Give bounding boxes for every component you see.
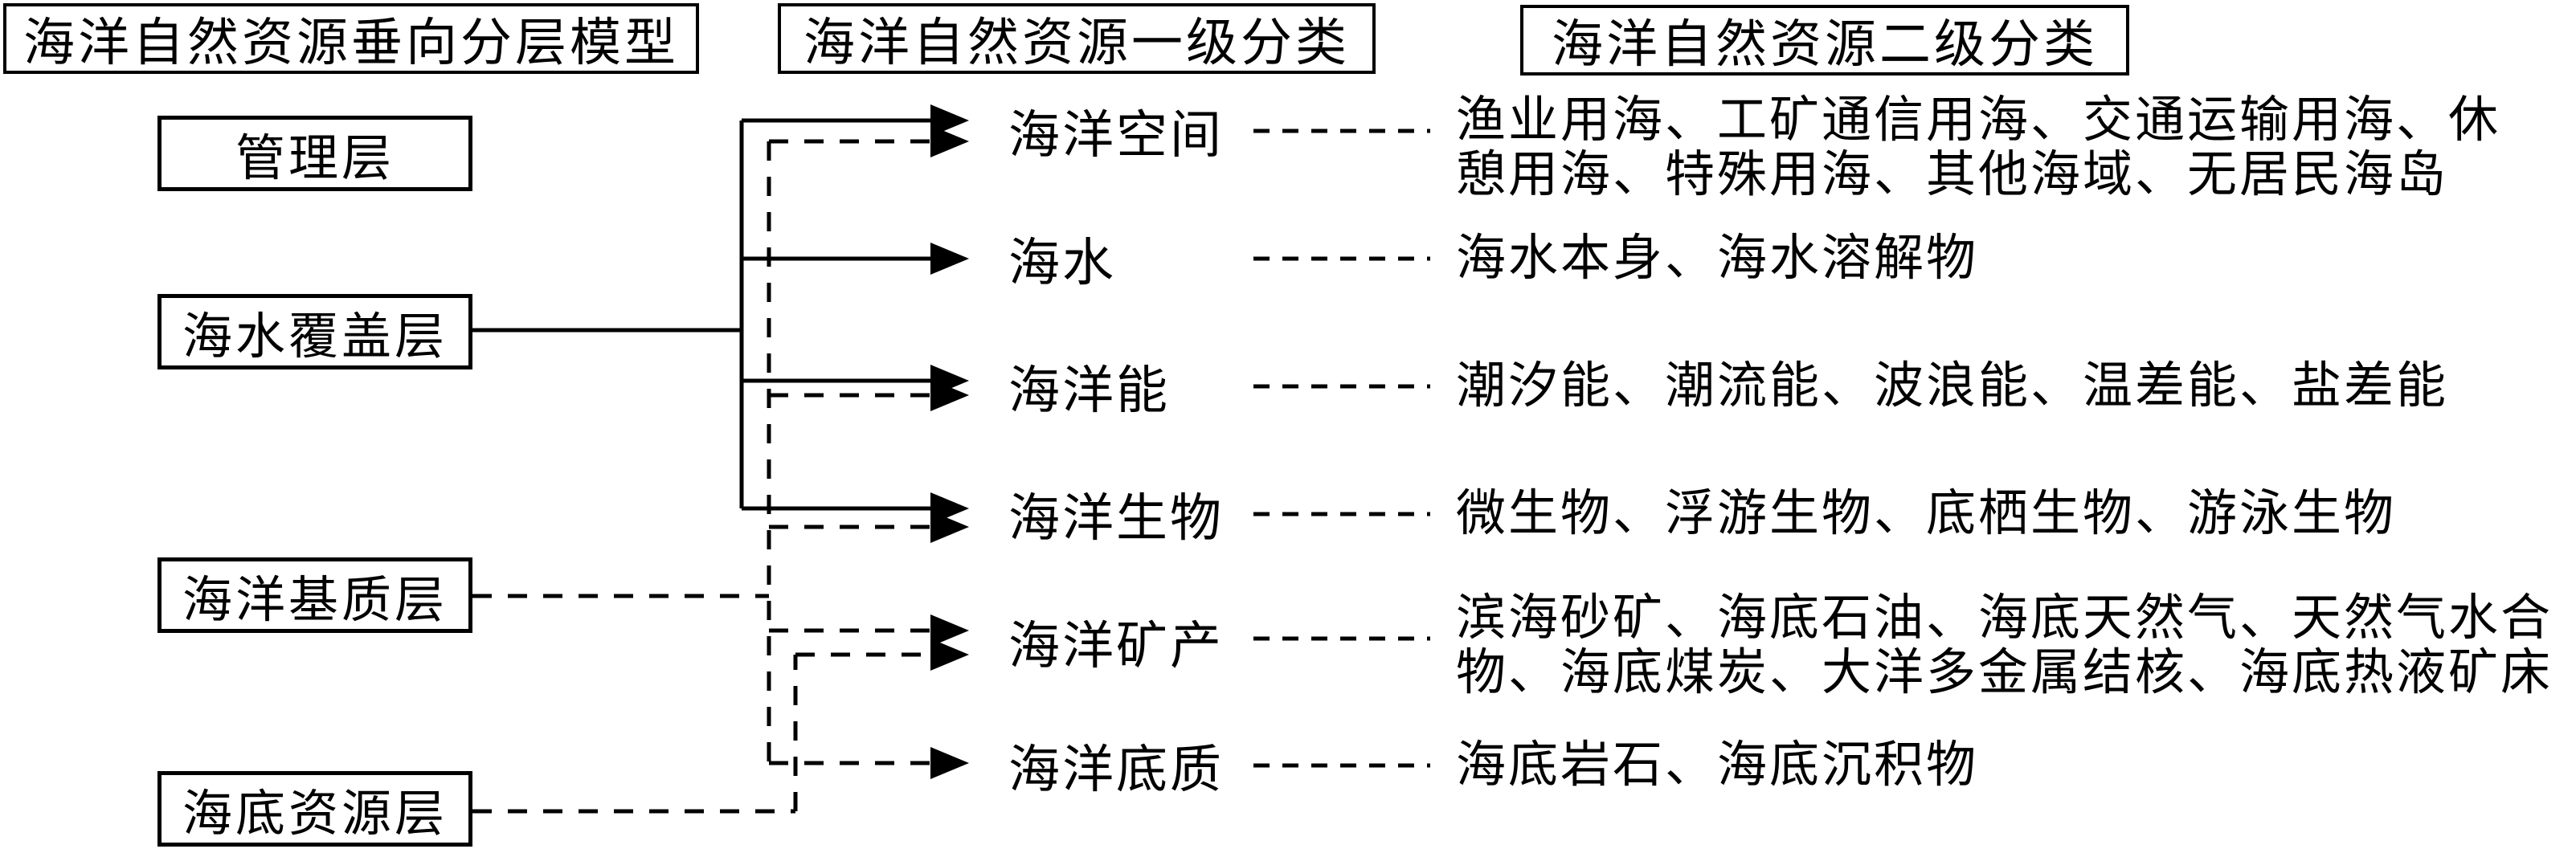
sub-marine-energy-line1: 潮汐能、潮流能、波浪能、温差能、盐差能 (1456, 359, 2449, 414)
sub-marine-minerals-line1: 滨海砂矿、海底石油、海底天然气、天然气水合 (1456, 591, 2554, 646)
sub-marine-life: 微生物、浮游生物、底栖生物、游泳生物 (1456, 487, 2573, 541)
sub-marine-minerals: 滨海砂矿、海底石油、海底天然气、天然气水合 物、海底煤炭、大洋多金属结核、海底热… (1456, 591, 2573, 700)
sub-marine-space-line1: 渔业用海、工矿通信用海、交通运输用海、休 (1456, 93, 2501, 148)
layer-box-seabed-resource-label: 海底资源层 (182, 787, 448, 842)
layer-box-seawater-cover-label: 海水覆盖层 (182, 310, 448, 365)
layer-box-management: 管理层 (157, 116, 472, 191)
category-marine-bottom: 海洋底质 (1008, 741, 1224, 798)
header-level1-classification-text: 海洋自然资源一级分类 (803, 14, 1350, 71)
header-level1-classification: 海洋自然资源一级分类 (778, 3, 1376, 74)
layer-box-seabed-resource: 海底资源层 (157, 771, 472, 847)
header-level2-classification: 海洋自然资源二级分类 (1520, 5, 2129, 76)
category-marine-energy: 海洋能 (1008, 362, 1170, 419)
sub-seawater-line1: 海水本身、海水溶解物 (1456, 231, 1979, 286)
layer-box-marine-substrate-label: 海洋基质层 (182, 573, 448, 628)
sub-marine-bottom: 海底岩石、海底沉积物 (1456, 738, 2573, 793)
category-marine-life: 海洋生物 (1008, 490, 1224, 547)
sub-marine-bottom-line1: 海底岩石、海底沉积物 (1456, 738, 1979, 793)
layer-box-marine-substrate: 海洋基质层 (157, 557, 472, 633)
header-level2-classification-text: 海洋自然资源二级分类 (1552, 16, 2098, 73)
category-marine-space: 海洋空间 (1008, 107, 1224, 164)
header-vertical-layer-model: 海洋自然资源垂向分层模型 (3, 3, 699, 74)
layer-box-management-label: 管理层 (235, 132, 395, 186)
header-vertical-layer-model-text: 海洋自然资源垂向分层模型 (23, 14, 679, 71)
layer-box-seawater-cover: 海水覆盖层 (157, 294, 472, 369)
category-marine-minerals: 海洋矿产 (1008, 618, 1224, 675)
category-seawater: 海水 (1008, 235, 1116, 292)
sub-marine-space-line2: 憩用海、特殊用海、其他海域、无居民海岛 (1456, 148, 2449, 202)
sub-marine-life-line1: 微生物、浮游生物、底栖生物、游泳生物 (1456, 487, 2397, 541)
sub-marine-energy: 潮汐能、潮流能、波浪能、温差能、盐差能 (1456, 359, 2573, 414)
sub-seawater: 海水本身、海水溶解物 (1456, 231, 2573, 286)
sub-marine-space: 渔业用海、工矿通信用海、交通运输用海、休 憩用海、特殊用海、其他海域、无居民海岛 (1456, 93, 2573, 202)
sub-marine-minerals-line2: 物、海底煤炭、大洋多金属结核、海底热液矿床 (1456, 646, 2554, 700)
